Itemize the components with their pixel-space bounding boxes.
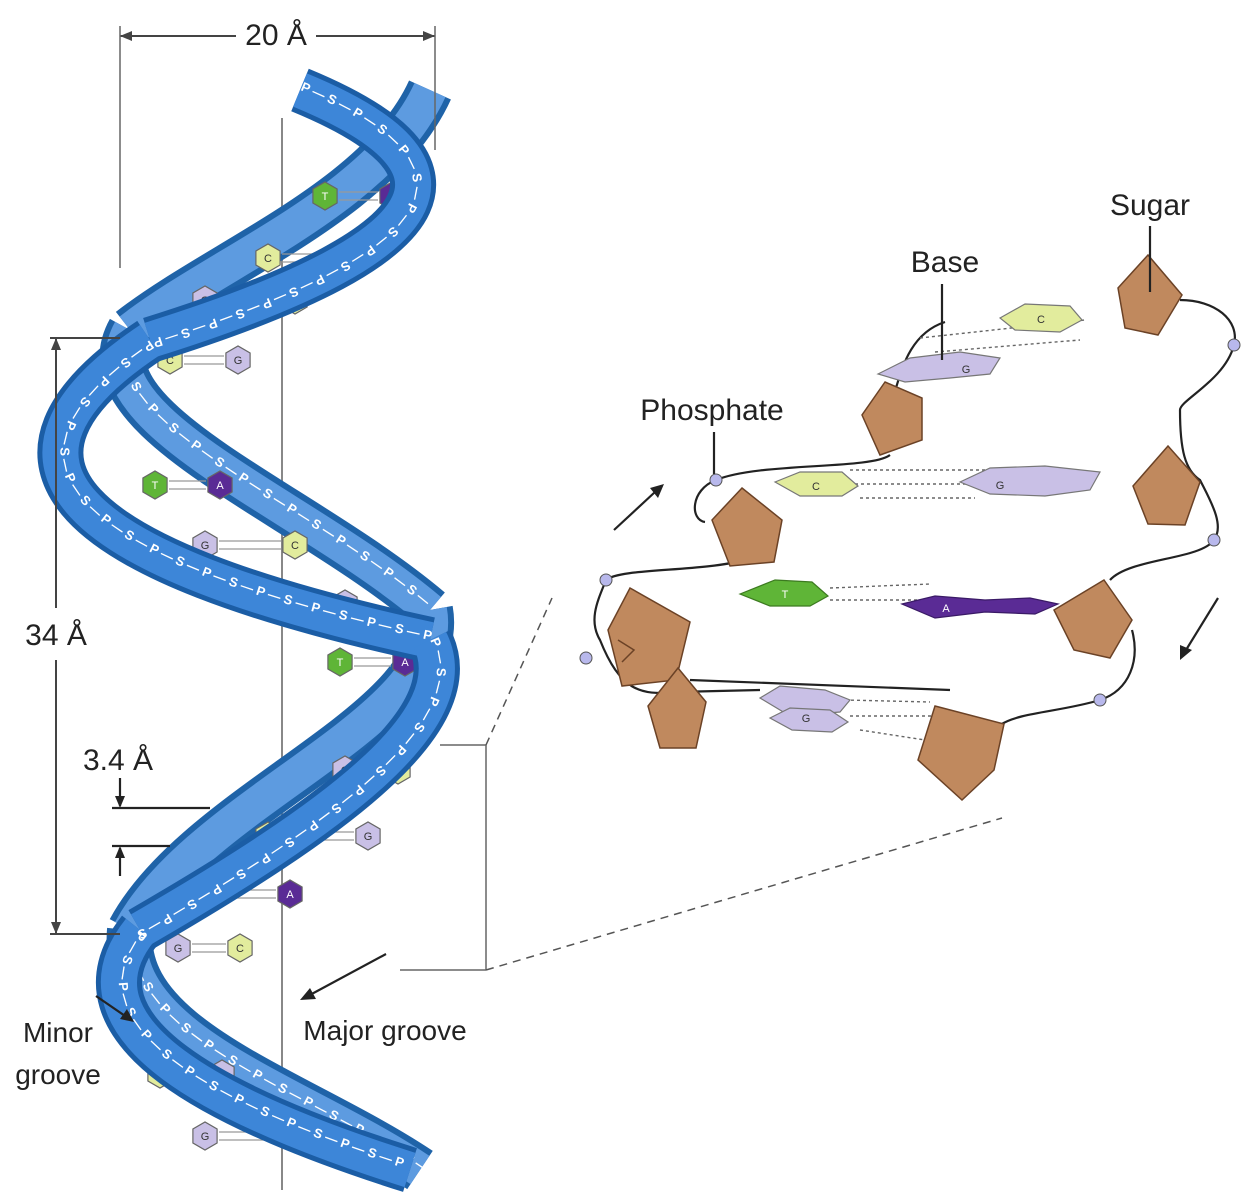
nucleotide-base-label: G [364, 831, 373, 843]
width-dimension: 20 Å [119, 19, 436, 268]
nucleotide-base-label: A [286, 889, 294, 901]
pitch-dimension: 34 Å [25, 337, 120, 935]
detail-base-guanine [768, 707, 850, 733]
phosphate-circle [1227, 338, 1241, 352]
nucleotide-base-right [227, 933, 253, 963]
nucleotide-base-label: C [236, 943, 244, 955]
major-groove-annotation: Major groove [300, 953, 467, 1046]
nucleotide-base-label: T [337, 657, 344, 669]
nucleotide-base-left [312, 181, 338, 211]
detail-base-thymine [738, 579, 830, 607]
phosphate-label: Phosphate [640, 394, 783, 427]
phosphate-circle [579, 651, 593, 665]
phosphate-circle [1093, 693, 1107, 707]
minor-groove-label-line1: Minor [23, 1017, 93, 1048]
nucleotide-base-label: G [201, 540, 210, 552]
nucleotide-base-right [277, 879, 303, 909]
detail-base-adenine [900, 595, 1060, 619]
rise-label: 3.4 Å [83, 744, 153, 777]
detail-base-label: G [996, 480, 1005, 492]
detail-view: C G C G T A G [579, 189, 1241, 802]
detail-base-label: G [802, 713, 811, 725]
detail-base-pair-1: C G [876, 303, 1083, 383]
sugar-pentagon [607, 586, 691, 687]
detail-base-pair-4: G [758, 685, 851, 733]
phosphate-circle [709, 473, 723, 487]
detail-phosphates [579, 338, 1241, 707]
zoom-bracket [400, 597, 1003, 971]
width-label: 20 Å [245, 19, 307, 52]
phosphate-circle [599, 573, 613, 587]
nucleotide-base-right [282, 530, 308, 560]
nucleotide-base-label: C [291, 540, 299, 552]
detail-base-cytosine [998, 303, 1083, 333]
phosphate-circle [1207, 533, 1221, 547]
detail-backbone-right [999, 298, 1236, 726]
sugar-pentagon [917, 705, 1005, 802]
nucleotide-base-left [327, 647, 353, 677]
minor-groove-label-line2: groove [15, 1059, 101, 1090]
nucleotide-base-label: T [322, 191, 329, 203]
detail-base-label: C [1037, 314, 1045, 326]
nucleotide-base-right [207, 470, 233, 500]
base-label: Base [911, 246, 979, 279]
sugar-pentagon [647, 666, 707, 749]
major-groove-label: Major groove [303, 1015, 466, 1046]
nucleotide-base-left [142, 470, 168, 500]
nucleotide-base-label: G [201, 1131, 210, 1143]
nucleotide-base-label: A [216, 480, 224, 492]
nucleotide-base-left [192, 1121, 218, 1151]
sugar-pentagon [861, 381, 923, 456]
arrow-down-left-icon [1180, 645, 1192, 660]
sugar-pentagon [711, 486, 783, 567]
rise-dimension: 3.4 Å [83, 744, 210, 876]
nucleotide-base-label: G [174, 943, 183, 955]
detail-sugars [607, 253, 1201, 802]
nucleotide-base-label: G [234, 355, 243, 367]
minor-groove-annotation: Minor groove [15, 995, 134, 1090]
nucleotide-base-right [225, 345, 251, 375]
detail-base-pair-2: C G [773, 465, 1101, 497]
detail-base-guanine [876, 351, 1001, 383]
detail-base-label: A [942, 603, 950, 615]
arrow-up-right-icon [650, 484, 664, 498]
detail-base-guanine [958, 465, 1101, 497]
nucleotide-base-label: C [166, 355, 174, 367]
detail-labels: Sugar Base Phosphate [640, 189, 1190, 474]
detail-base-label: G [962, 364, 971, 376]
nucleotide-base-label: C [264, 253, 272, 265]
nucleotide-base-left [255, 243, 281, 273]
nucleotide-base-right [355, 821, 381, 851]
sugar-pentagon [1132, 444, 1201, 526]
hydrogen-bonds [829, 319, 1086, 741]
sugar-label: Sugar [1110, 189, 1190, 222]
nucleotide-base-label: A [401, 657, 409, 669]
sugar-pentagon [1053, 578, 1133, 659]
nucleotide-base-label: T [152, 480, 159, 492]
pitch-label: 34 Å [25, 619, 87, 652]
detail-base-label: T [782, 589, 789, 601]
sugar-pentagon [1117, 253, 1183, 336]
detail-backbone-left [593, 320, 951, 695]
strand-direction-arrows [613, 484, 1219, 660]
detail-base-pair-3: T A [738, 579, 1060, 619]
detail-base-cytosine [773, 471, 860, 497]
detail-base-label: C [812, 481, 820, 493]
